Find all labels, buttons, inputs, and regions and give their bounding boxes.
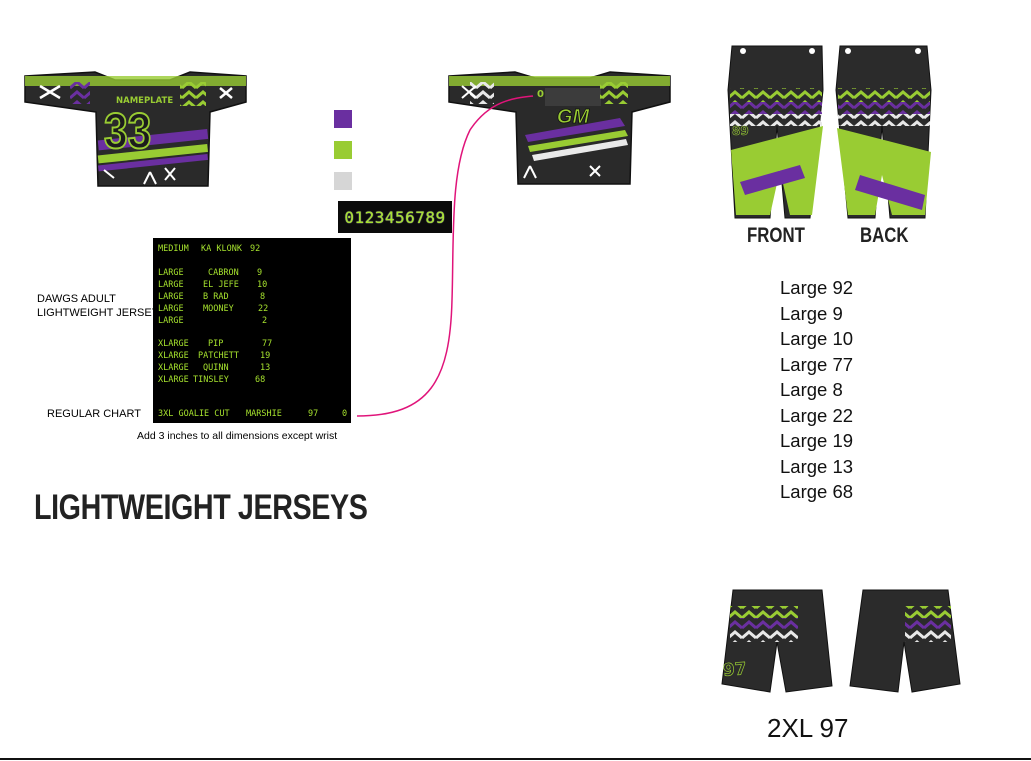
jersey-back: GM [448, 71, 671, 185]
pants-number: 89 [732, 124, 749, 139]
roster-name: CABRON [208, 268, 239, 278]
roster-size: LARGE [158, 292, 184, 302]
list-item: Large 9 [780, 302, 843, 324]
shorts-number: 97 [722, 659, 748, 681]
product-label: DAWGS ADULT LIGHTWEIGHT JERSEY [37, 293, 160, 319]
back-label: BACK [860, 224, 909, 247]
swatch-grey [334, 172, 352, 190]
list-item: Large 68 [780, 481, 854, 502]
roster-number: 19 [260, 351, 271, 361]
roster-size: LARGE [158, 280, 184, 290]
roster-name: EL JEFE [203, 280, 239, 290]
roster-number: 97 [308, 409, 319, 419]
number-font-digits: 0123456789 [344, 207, 446, 227]
roster-number: 77 [262, 339, 273, 349]
list-item: Large 13 [780, 455, 854, 477]
list-item: Large 19 [780, 430, 854, 451]
roster-number: 68 [255, 375, 266, 385]
front-jersey-number: 33 [103, 102, 152, 160]
list-item: Large 8 [780, 379, 843, 400]
page-title: LIGHTWEIGHT JERSEYS [34, 488, 368, 527]
roster-size: 3XL GOALIE CUT [158, 409, 230, 419]
roster-number: 92 [250, 244, 261, 254]
roster-number: 10 [257, 280, 268, 290]
roster-size: XLARGE [158, 375, 189, 385]
pant-size-list: Large 92 Large 9 Large 10 Large 77 Large… [780, 275, 853, 505]
connector-line [356, 95, 534, 417]
roster-size: LARGE [158, 304, 184, 314]
list-item: Large 10 [780, 328, 854, 349]
roster-size: LARGE [158, 268, 184, 278]
roster-number: 8 [260, 292, 266, 302]
roster-number: 22 [258, 304, 269, 314]
roster-row: XLARGE TINSLEY 68 [153, 375, 351, 387]
roster-name: MARSHIE [246, 409, 282, 419]
roster-row: XLARGE PIP 77 [153, 339, 351, 351]
roster-chart: MEDIUM KA KLONK 92 LARGE CABRON 9 LARGE … [153, 238, 351, 423]
roster-row: LARGE B RAD 8 [153, 292, 351, 304]
roster-row: LARGE EL JEFE 10 [153, 280, 351, 292]
list-item: Large 77 [780, 353, 854, 375]
swatch-purple [334, 110, 352, 128]
jersey-front [24, 71, 247, 187]
shorts-front [721, 589, 833, 693]
roster-size: XLARGE [158, 351, 189, 361]
roster-number: 2 [262, 316, 268, 326]
back-jersey-number: 0 [537, 89, 544, 100]
chart-label: REGULAR CHART [47, 408, 141, 420]
roster-row: LARGE 2 [153, 316, 351, 328]
roster-size: XLARGE [158, 339, 189, 349]
list-item: Large 92 [780, 277, 854, 298]
roster-name: KA KLONK [201, 244, 242, 254]
roster-row: XLARGE PATCHETT 19 [153, 351, 351, 363]
roster-number: 9 [257, 268, 263, 278]
pants-back [835, 45, 932, 219]
roster-row: XLARGE QUINN 13 [153, 363, 351, 375]
roster-row: LARGE MOONEY 22 [153, 304, 351, 316]
shorts-size-label: 2XL 97 [767, 713, 849, 743]
shorts-back [849, 589, 961, 693]
swatch-green [334, 141, 352, 159]
roster-name: QUINN [203, 363, 229, 373]
roster-name: PATCHETT [198, 351, 239, 361]
roster-name: TINSLEY [193, 375, 229, 385]
roster-extra: 0 [342, 409, 348, 419]
pants-front [727, 45, 824, 219]
roster-size: MEDIUM [158, 244, 189, 254]
roster-size: XLARGE [158, 363, 189, 373]
roster-row: LARGE CABRON 9 [153, 268, 351, 280]
number-font-sample: 0123456789 [338, 201, 452, 233]
roster-name: PIP [208, 339, 224, 349]
sizing-note: Add 3 inches to all dimensions except wr… [137, 430, 338, 442]
list-item: Large 22 [780, 404, 854, 426]
roster-name: MOONEY [203, 304, 234, 314]
team-logo: GM [557, 106, 591, 128]
roster-row: MEDIUM KA KLONK 92 [153, 244, 351, 256]
roster-number: 13 [260, 363, 271, 373]
roster-row-goalie: 3XL GOALIE CUT MARSHIE 97 0 [153, 409, 351, 421]
roster-size: LARGE [158, 316, 184, 326]
roster-name: B RAD [203, 292, 229, 302]
front-label: FRONT [747, 224, 805, 247]
nameplate-text: NAMEPLATE [116, 96, 174, 106]
